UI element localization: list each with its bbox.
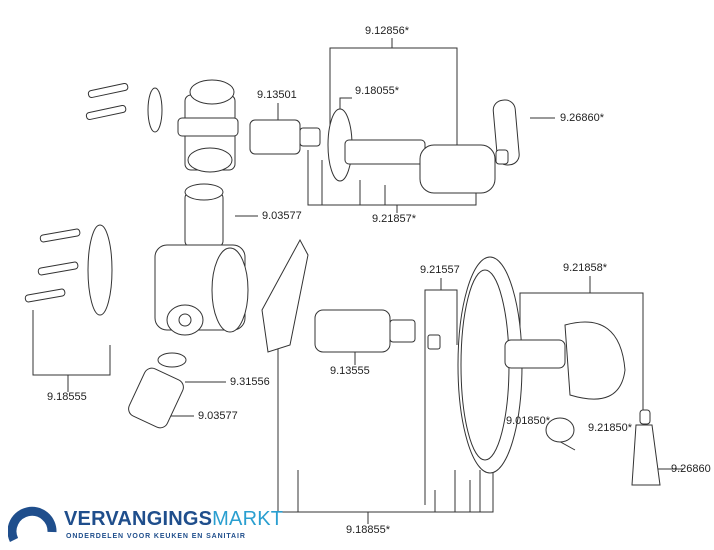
label-9-21857: 9.21857* xyxy=(372,213,417,225)
upper-coupling xyxy=(184,183,224,248)
label-9-26860-star: 9.26860* xyxy=(560,112,605,124)
leader-lines xyxy=(32,38,683,524)
label-9-13555: 9.13555 xyxy=(330,365,370,377)
valve-body xyxy=(154,244,249,336)
pins-top xyxy=(85,82,163,133)
label-9-03577-lower: 9.03577 xyxy=(198,410,238,422)
cover-plate xyxy=(457,256,523,474)
label-9-18855: 9.18855* xyxy=(346,524,391,536)
cartridge-9-13555 xyxy=(314,309,441,353)
label-9-26860: 9.26860 xyxy=(671,463,711,475)
label-9-18055: 9.18055* xyxy=(355,85,400,97)
cartridge-9-13501 xyxy=(249,119,321,155)
label-9-18555: 9.18555 xyxy=(47,391,87,403)
label-9-12856: 9.12856* xyxy=(365,25,410,37)
logo-tagline: ONDERDELEN VOOR KEUKEN EN SANITAIR xyxy=(66,533,246,540)
tee-fitting xyxy=(177,79,239,173)
trim-handle-9-21858 xyxy=(504,321,661,486)
label-9-03577-upper: 9.03577 xyxy=(262,210,302,222)
pins-left xyxy=(24,224,113,316)
label-9-21850: 9.21850* xyxy=(588,422,633,434)
vervangingsmarkt-logo: VERVANGINGSMARKT ONDERDELEN VOOR KEUKEN … xyxy=(8,502,283,546)
label-9-01850: 9.01850* xyxy=(506,415,551,427)
label-9-21557: 9.21557 xyxy=(420,264,460,276)
logo-brand-bold: VERVANGINGS xyxy=(64,508,213,530)
logo-brand-light: MARKT xyxy=(212,508,284,530)
label-9-31556: 9.31556 xyxy=(230,376,270,388)
lower-coupling xyxy=(128,352,187,429)
label-9-21858: 9.21858* xyxy=(563,262,608,274)
logo-icon xyxy=(8,506,57,542)
logo-wordmark: VERVANGINGSMARKT xyxy=(64,508,283,531)
label-9-13501: 9.13501 xyxy=(257,89,297,101)
handle-assembly-top xyxy=(327,99,520,194)
gasket-plate xyxy=(261,238,309,353)
